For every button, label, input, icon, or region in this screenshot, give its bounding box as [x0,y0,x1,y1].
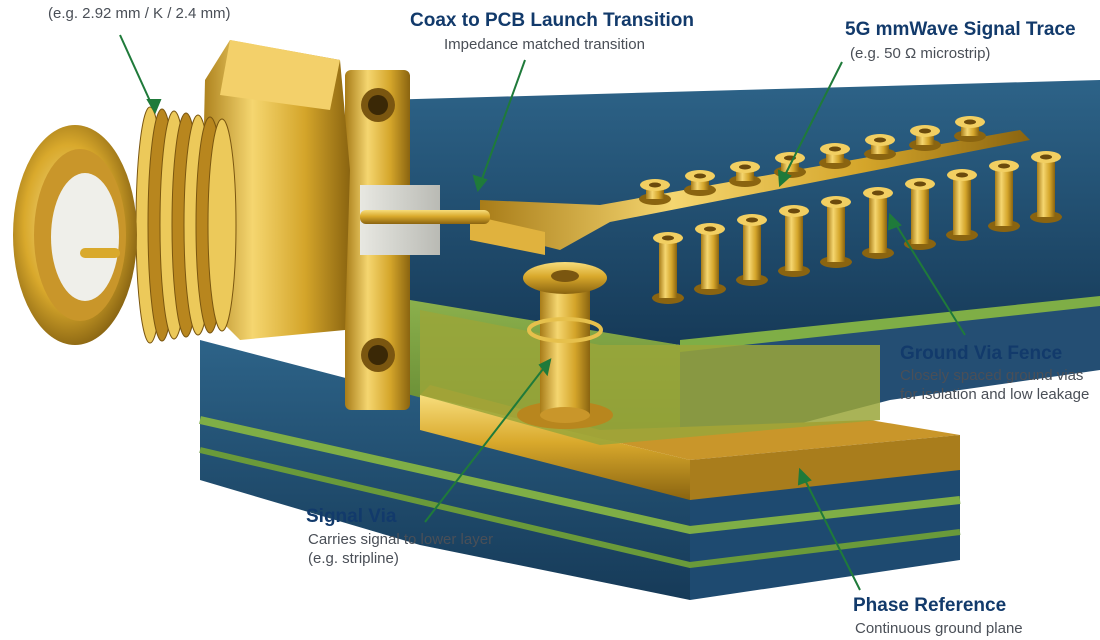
trace-label-subtitle: (e.g. 50 Ω microstrip) [850,45,991,62]
leader-trace [779,61,843,186]
connector-label-subtitle: (e.g. 2.92 mm / K / 2.4 mm) [48,5,231,22]
ground-via [1030,151,1062,223]
ground-via [736,214,768,286]
hex-body [200,40,350,340]
ground-via [684,170,716,196]
ground-via [729,161,761,187]
thread-ridge [207,118,237,332]
board-top-surface [300,80,1100,345]
board-edge-strip [680,296,1100,352]
threaded-barrel [135,106,237,344]
center-pin [360,210,490,224]
ground-via [988,160,1020,232]
ground-via [864,134,896,160]
launch-label-subtitle: Impedance matched transition [444,36,645,53]
signal-via [517,262,613,429]
ground-via [946,169,978,241]
face-pin [80,248,120,258]
phase-ref-label-title: Phase Reference [853,595,1007,616]
leader-phase-ref [799,469,861,591]
laminate-line-1 [199,416,961,535]
ground-via [820,196,852,268]
ground-via [904,178,936,250]
laminate-line-2 [199,447,961,569]
ground-via [652,232,684,304]
leader-lines [119,34,966,591]
signal-via-label-title: Signal Via [306,506,397,527]
face-dielectric [51,173,119,301]
ground-via [954,116,986,142]
leader-signal-via [424,359,551,523]
ground-via [778,205,810,277]
ground-plane-front [420,395,690,500]
pcb-board [199,80,1100,600]
via-fence-label-title: Ground Via Fence [900,343,1063,364]
ground-plane-right [690,435,960,500]
via-fence-label-subtitle-1: Closely spaced ground vias [900,367,1084,384]
signal-via-label-subtitle-1: Carries signal to lower layer [308,531,494,548]
launch-label-title: Coax to PCB Launch Transition [410,10,694,31]
ground-via [862,187,894,259]
ground-plane-top [420,385,960,460]
ground-via [694,223,726,295]
trace-label-title: 5G mmWave Signal Trace [845,19,1076,40]
coax-connector [13,40,490,410]
leader-launch [477,59,526,191]
leader-via-fence [889,214,966,336]
ground-via-fence [639,116,1062,304]
ground-via [909,125,941,151]
via-fence-label-subtitle-2: for isolation and low leakage [900,386,1090,403]
microstrip-trace [470,130,1030,255]
signal-via-label-subtitle-2: (e.g. stripline) [308,550,399,567]
phase-ref-label-subtitle: Continuous ground plane [855,620,1023,637]
ground-via [819,143,851,169]
ground-via [639,179,671,205]
